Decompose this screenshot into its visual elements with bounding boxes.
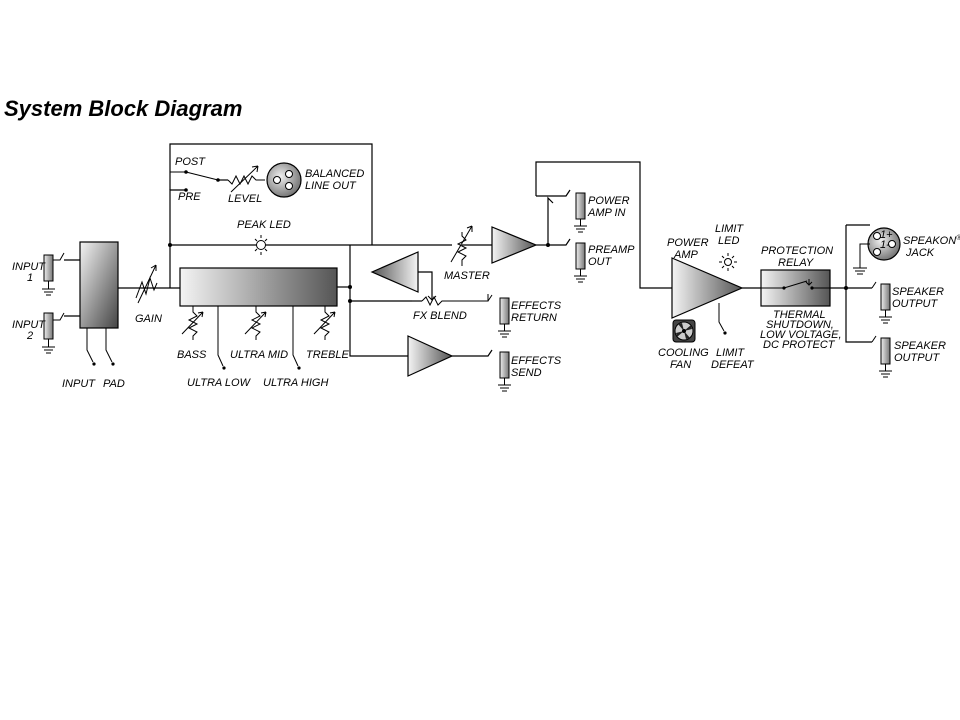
master-pot[interactable] [450, 225, 473, 266]
gain-label: GAIN [135, 313, 162, 325]
input-switch[interactable] [86, 328, 96, 366]
input-switch-label: INPUT [62, 378, 96, 390]
pad-switch[interactable] [105, 328, 115, 366]
speaker-output-2-jack [871, 335, 892, 378]
eq-block [179, 267, 338, 307]
effects-send-jack [498, 351, 511, 392]
speakon-jack-label: SPEAKON®JACK [903, 234, 960, 259]
post-label: POST [175, 156, 206, 168]
page-title: System Block Diagram [4, 96, 243, 121]
pre-label: PRE [178, 191, 201, 203]
preamp-out-jack [574, 242, 587, 283]
bass-label: BASS [177, 349, 207, 361]
effects-return-jack [487, 294, 511, 338]
peak-led-label: PEAK LED [237, 219, 291, 231]
speaker-output-1-jack [871, 281, 892, 324]
ultra-low-switch[interactable] [217, 306, 226, 370]
bass-pot[interactable] [181, 306, 204, 340]
limit-defeat-switch[interactable] [718, 303, 727, 335]
ultra-high-label: ULTRA HIGH [263, 377, 328, 389]
power-amp-triangle [671, 257, 744, 319]
fx-blend-pot[interactable] [421, 294, 489, 307]
protection-relay-block [760, 269, 831, 307]
input-2-jack [42, 312, 65, 354]
post-pre-switch[interactable] [170, 170, 220, 192]
limit-led [719, 253, 737, 271]
level-label: LEVEL [228, 193, 262, 205]
ultra-mid-pot[interactable] [244, 306, 267, 340]
ultra-mid-label: ULTRA MID [230, 349, 288, 361]
treble-pot[interactable] [313, 306, 336, 340]
master-label: MASTER [444, 270, 490, 282]
input-1-jack [42, 252, 65, 296]
fx-return-buffer [370, 251, 419, 293]
level-pot[interactable] [218, 165, 265, 193]
treble-label: TREBLE [306, 349, 349, 361]
pad-switch-label: PAD [103, 378, 125, 390]
peak-led [252, 235, 270, 255]
effects-send-buffer [407, 335, 454, 377]
ultra-low-label: ULTRA LOW [187, 377, 252, 389]
cooling-fan-icon [672, 319, 696, 343]
speakon-pin-1minus: 1- [880, 239, 890, 251]
fx-blend-label: FX BLEND [413, 310, 467, 322]
power-amp-in-jack [574, 192, 587, 233]
preamp-output-buffer [491, 226, 538, 264]
ultra-high-switch[interactable] [292, 306, 301, 370]
balanced-xlr-connector [266, 162, 302, 198]
speakon-pin-1plus: 1+ [880, 229, 893, 241]
input-block [79, 241, 119, 329]
speakon-connector: 1+ 1- [867, 227, 901, 261]
gain-pot[interactable] [135, 264, 158, 304]
